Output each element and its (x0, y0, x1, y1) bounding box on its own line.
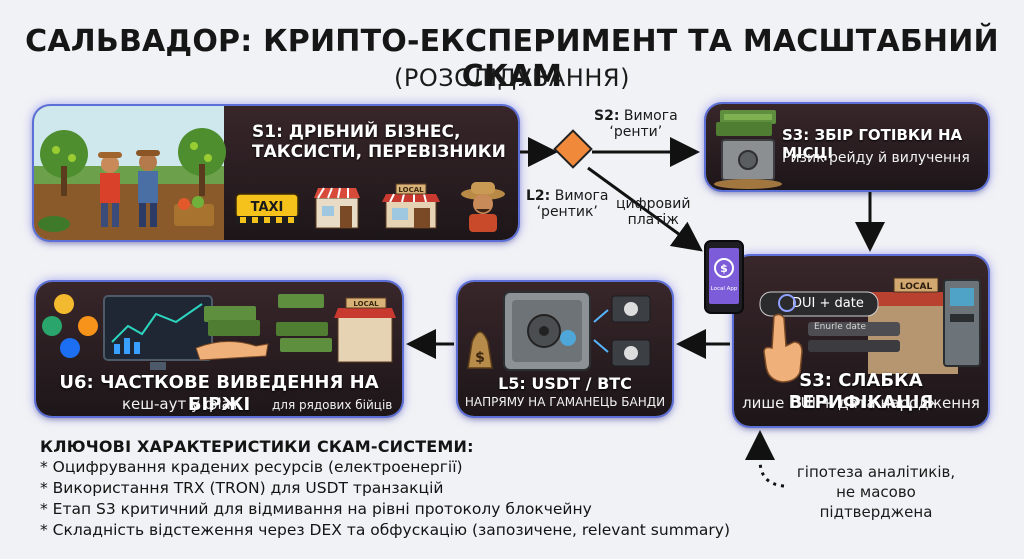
edge-label-l2: L2: Вимога ‘рентик’ (526, 188, 608, 220)
hypothesis-note: гіпотеза аналітиків, не масово підтвердж… (796, 463, 956, 521)
local-shop-background: LOCAL (862, 277, 981, 374)
dob-field (808, 340, 900, 352)
id-field-text: Enurle date (814, 322, 866, 332)
local-sign-text: LOCAL (398, 186, 424, 194)
key-feature-item: * Етап S3 критичний для відмивання на рі… (40, 500, 592, 518)
card-s3-verify-text: лише DUI + дата народження (742, 394, 980, 412)
edge-label-l2-prefix: L2: (526, 188, 551, 204)
card-l5-wallet: $ L5: USDT / BTC НАПРЯМУ НА ГАМАНЕЦЬ БАН… (458, 282, 672, 416)
cash-safe-illustration (714, 110, 782, 189)
money-bag-symbol: $ (475, 350, 485, 366)
bubble-text: DUI + date (792, 296, 864, 311)
phone-app-label: Local App (711, 286, 738, 292)
card-s3-cash-text: Ризик рейду й вилучення (782, 150, 970, 166)
farmer-portrait-icon (461, 182, 505, 232)
edge-label-digital-text: цифровий (616, 196, 691, 212)
key-feature-item: * Оцифрування крадених ресурсів (електро… (40, 458, 463, 476)
edge-label-s2-prefix: S2: (594, 108, 620, 124)
local-sign-text: LOCAL (900, 282, 933, 292)
edge-label-s2-text2: ‘ренти’ (609, 124, 663, 141)
card-u6-cash-out: LOCAL U6: ЧАСТКОВЕ ВИВЕДЕННЯ НА БІРЖІ ке… (36, 282, 402, 416)
phone-app-icon: $ Local App (704, 240, 744, 314)
local-shop-icon: LOCAL (382, 183, 440, 229)
card-s3-weak-verification: LOCAL DUI + date Enurle date S3: СЛАБКА … (734, 256, 988, 426)
edge-label-l2-text: Вимога (554, 188, 609, 204)
card-u6-text-left: кеш-аут у фіат (122, 395, 240, 413)
card-s3-verify-title: S3: СЛАБКА ВЕРИФІКАЦІЯ (788, 370, 934, 413)
key-features-list: КЛЮЧОВІ ХАРАКТЕРИСТИКИ СКАМ-СИСТЕМИ: * О… (40, 436, 730, 541)
edge-label-s2: S2: Вимога ‘ренти’ (594, 108, 678, 140)
svg-text:$: $ (720, 262, 728, 275)
local-sign-text: LOCAL (353, 300, 379, 308)
edge-label-s2-text: Вимога (623, 108, 678, 124)
id-icon (778, 294, 796, 312)
card-l5-text: НАПРЯМУ НА ГАМАНЕЦЬ БАНДИ (464, 395, 666, 409)
taxi-sign-icon: TAXI (235, 193, 299, 224)
card-u6-text-right: для рядових бійців (272, 398, 393, 412)
diagram-subtitle: (РОЗСЛІДУВАННЯ) (394, 64, 630, 92)
edge-label-l2-text2: ‘рентик’ (536, 204, 598, 221)
decision-diamond (553, 129, 593, 169)
id-field (808, 322, 900, 336)
key-feature-item: * Складність відстеження через DEX та об… (40, 521, 730, 539)
key-features-heading: КЛЮЧОВІ ХАРАКТЕРИСТИКИ СКАМ-СИСТЕМИ: (40, 437, 474, 456)
card-l5-title: L5: USDT / BTC (498, 374, 632, 393)
key-feature-item: * Використання TRX (TRON) для USDT транз… (40, 479, 444, 497)
card-s3-cash-collection: S3: ЗБІР ГОТІВКИ НА МІСЦІ Ризик рейду й … (706, 104, 988, 190)
diagram-title: САЛЬВАДОР: КРИПТО-ЕКСПЕРИМЕНТ ТА МАСШТАБ… (25, 24, 999, 94)
edge-label-digital: цифровий платіж (616, 196, 691, 228)
card-s3-cash-title: S3: ЗБІР ГОТІВКИ НА МІСЦІ (782, 126, 963, 162)
edge-label-digital-text2: платіж (627, 212, 679, 229)
pointing-finger-icon (763, 313, 803, 383)
card-u6-title: U6: ЧАСТКОВЕ ВИВЕДЕННЯ НА БІРЖІ (59, 372, 379, 415)
card-s1-title: S1: ДРІБНИЙ БІЗНЕС, ТАКСИСТИ, ПЕРЕВІЗНИК… (252, 122, 506, 163)
exchange-illustration: LOCAL (42, 294, 396, 370)
vault-wallet-illustration: $ (467, 291, 651, 371)
dotted-hypothesis-arrow (745, 430, 785, 488)
taxi-sign-text: TAXI (251, 200, 284, 215)
farm-scene-illustration (34, 106, 226, 240)
card-s1-small-business: S1: ДРІБНИЙ БІЗНЕС, ТАКСИСТИ, ПЕРЕВІЗНИК… (34, 106, 518, 240)
shop-icon (314, 187, 360, 229)
